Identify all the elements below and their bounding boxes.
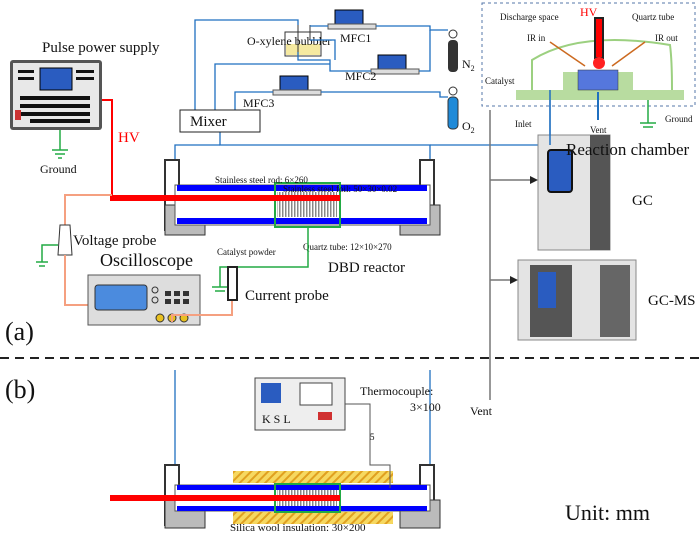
ground-symbol-2	[212, 286, 228, 292]
exhaust-lines	[489, 110, 530, 400]
insulation-label: Silica wool insulation: 30×200	[230, 522, 366, 534]
thermocouple-label: Thermocouple:	[360, 384, 433, 398]
mfc1-label: MFC1	[340, 31, 371, 45]
hv-electrode	[594, 17, 604, 59]
chamber-hv-label: HV	[580, 5, 598, 19]
mfc2-label: MFC2	[345, 69, 376, 83]
probe-line	[64, 194, 112, 225]
gas-lines	[174, 19, 551, 160]
mixer-box	[179, 109, 261, 133]
chamber-ground-symbol	[640, 100, 656, 128]
oscilloscope-icon	[87, 274, 201, 326]
current-probe-cable	[171, 300, 233, 322]
chamber-base	[516, 90, 684, 100]
n2-label: N2	[462, 57, 475, 73]
ground-wire	[219, 227, 309, 287]
voltage-probe-icon	[57, 224, 73, 256]
ground-symbol	[52, 130, 68, 159]
catalyst-bed	[577, 69, 619, 91]
unit-label: Unit: mm	[565, 500, 650, 525]
hv-label: HV	[118, 130, 140, 146]
reaction-chamber-box	[481, 2, 696, 107]
gap-label: 5	[370, 432, 375, 442]
ir-out-label: IR out	[655, 33, 678, 43]
o2-cylinder-icon	[447, 86, 459, 130]
mixer-label: Mixer	[190, 114, 227, 130]
pulse-power-supply-icon	[10, 60, 102, 130]
gcms-label: GC-MS	[648, 293, 696, 309]
controller-brand: K S L	[262, 412, 291, 426]
dbd-reactor-label: DBD reactor	[328, 260, 405, 276]
inlet-label: Inlet	[515, 119, 532, 129]
discharge-icon	[593, 57, 605, 69]
thermocouple-size-label: 3×100	[410, 400, 441, 414]
mfc2-icon	[370, 54, 420, 75]
bubbler-label: O-xylene bubbler	[247, 34, 331, 48]
reaction-chamber-label: Reaction chamber	[566, 140, 690, 159]
gcms-icon	[517, 259, 637, 341]
probe-ground-symbol	[36, 244, 58, 267]
quartz-label: Quartz tube: 12×10×270	[303, 242, 392, 252]
dbd-reactor-b	[110, 464, 441, 529]
foil-label: Stainless steel foil: 50×30×0.02	[283, 184, 397, 194]
mfc3-label: MFC3	[243, 96, 274, 110]
gc-icon	[537, 134, 611, 251]
voltage-probe-label: Voltage probe	[73, 233, 157, 249]
panel-b-label: (b)	[5, 375, 35, 404]
chamber-vent-label: Vent	[590, 125, 607, 135]
oscilloscope-label: Oscilloscope	[100, 250, 193, 270]
catalyst-label: Catalyst	[485, 76, 515, 86]
thermocouple-wire	[345, 403, 391, 488]
hv-line	[102, 99, 113, 195]
gc-label: GC	[632, 193, 653, 209]
ir-out-beam	[611, 41, 646, 67]
insulation-bottom	[233, 512, 393, 524]
current-probe-label: Current probe	[245, 288, 329, 304]
chamber-ground-label: Ground	[665, 114, 693, 124]
n2-cylinder-icon	[448, 29, 458, 72]
ir-in-label: IR in	[527, 33, 546, 43]
bubbler	[284, 25, 322, 57]
rod-label: Stainless steel rod: 6×260	[215, 175, 308, 185]
ground-label: Ground	[40, 162, 77, 176]
panel-a-label: (a)	[5, 317, 34, 346]
o2-label: O2	[462, 119, 475, 135]
temperature-controller-icon: K S L	[254, 377, 346, 431]
chamber-dome	[531, 39, 673, 91]
insulation-top	[233, 471, 393, 483]
mfc1-icon	[327, 9, 377, 30]
pulse-power-supply-label: Pulse power supply	[42, 40, 160, 56]
mfc3-icon	[272, 75, 322, 96]
ir-in-beam	[549, 41, 586, 67]
vent-label: Vent	[470, 404, 493, 418]
quartz-tube-label: Quartz tube	[632, 12, 674, 22]
dbd-reactor	[110, 159, 441, 236]
catalyst-powder-label: Catalyst powder	[217, 247, 276, 257]
current-probe-icon	[227, 266, 238, 301]
discharge-space-label: Discharge space	[500, 12, 559, 22]
